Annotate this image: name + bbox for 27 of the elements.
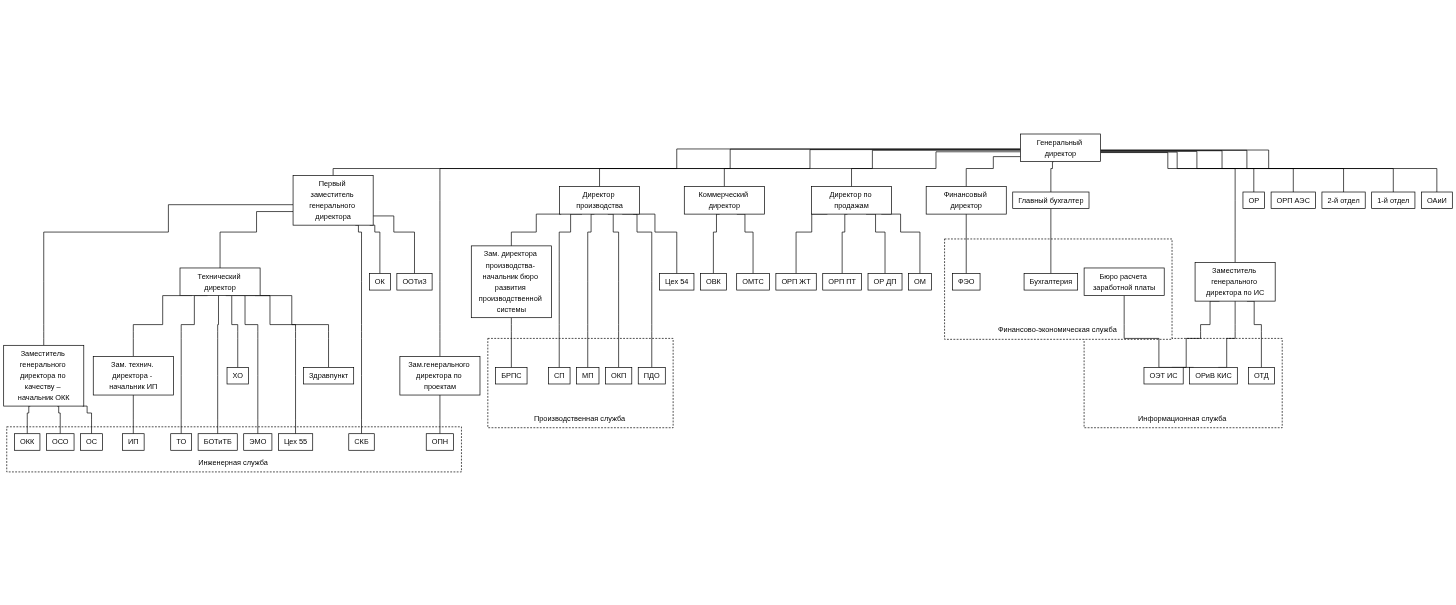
connector: [1050, 161, 1055, 193]
connector: [217, 295, 220, 435]
connector: [43, 204, 294, 346]
connector: [1100, 151, 1255, 193]
connector: [724, 149, 1021, 187]
connector: [439, 148, 1021, 357]
connector: [372, 215, 415, 274]
connector: [332, 148, 1021, 176]
connector: [587, 213, 595, 368]
connector: [965, 156, 1021, 187]
connector: [355, 224, 362, 435]
connector: [1100, 151, 1294, 193]
connector: [599, 149, 1021, 187]
connector: [965, 213, 967, 274]
connector: [82, 405, 92, 435]
connector: [1050, 208, 1052, 274]
connector: [713, 213, 720, 274]
connector: [132, 394, 134, 435]
connector: [439, 394, 441, 435]
connector: [56, 405, 61, 435]
connector: [511, 317, 512, 368]
connector: [219, 211, 294, 269]
connector: [1100, 150, 1344, 193]
connector: [841, 213, 848, 274]
connector: [26, 405, 31, 435]
connector: [511, 213, 562, 247]
connector: [851, 151, 1021, 187]
